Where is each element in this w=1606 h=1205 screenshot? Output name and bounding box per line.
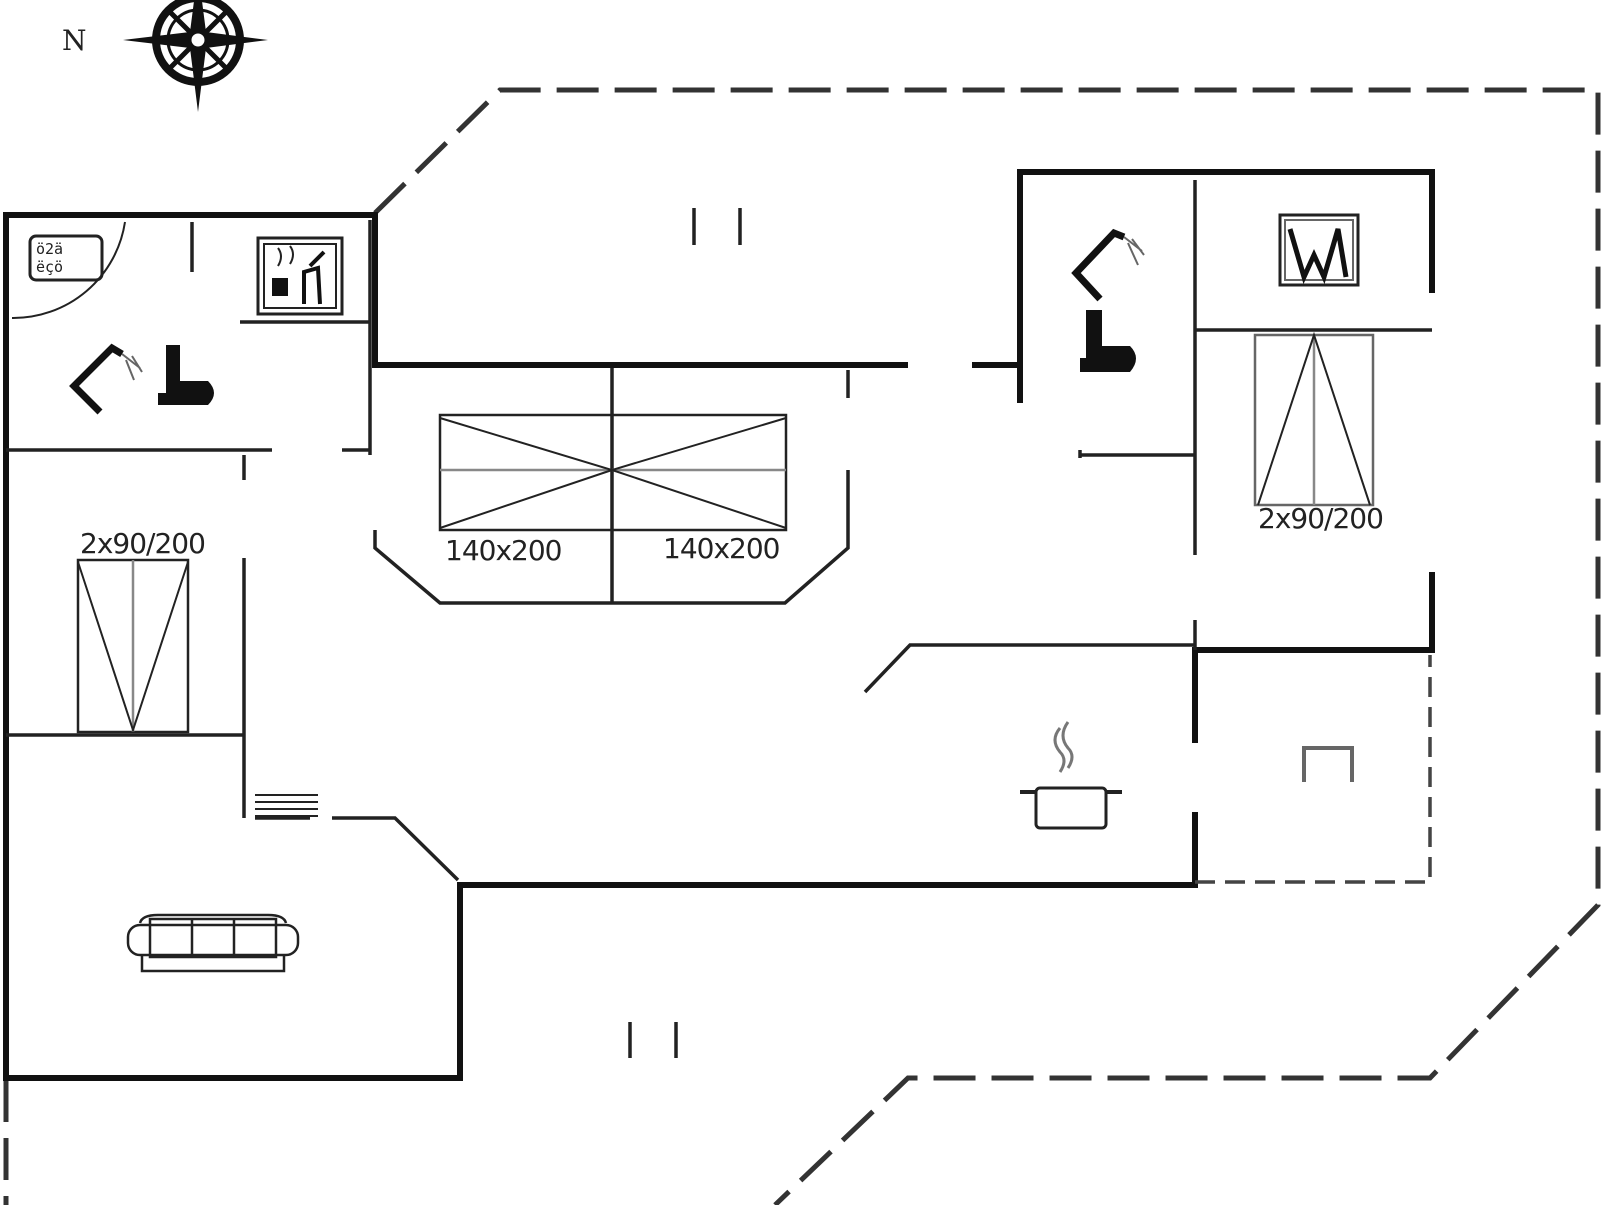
bed-label: 2x90/200 [80, 527, 205, 560]
door-icon [1302, 746, 1354, 782]
bed-140x200-left: 140x200 [438, 413, 616, 567]
toilet-icon [1080, 310, 1136, 372]
washing-machine-icon: ö2ä ëçö [28, 234, 104, 282]
sauna-icon [256, 236, 344, 316]
svg-text:ö2ä: ö2ä [36, 240, 63, 258]
stairs-icon [255, 794, 318, 817]
stove-pot-icon [1020, 721, 1122, 830]
bed-label: 140x200 [445, 534, 561, 567]
shower-icon [1071, 228, 1145, 302]
svg-text:ëçö: ëçö [36, 258, 63, 276]
exterior-walls [3, 169, 1435, 1081]
door-icon [11, 221, 126, 320]
bed-140x200-right: 140x200 [608, 413, 788, 565]
compass: N [62, 0, 268, 112]
terrace-outline [3, 87, 1601, 1205]
shower-icon [69, 343, 143, 415]
window-marks [628, 208, 742, 1058]
sauna-icon [1278, 213, 1360, 287]
toilet-icon [158, 345, 214, 405]
bed-2x90-left: 2x90/200 [76, 527, 206, 734]
compass-rose-icon [123, 0, 268, 112]
sofa-icon [126, 913, 300, 973]
bed-label: 140x200 [663, 532, 779, 565]
bed-2x90-right: 2x90/200 [1253, 331, 1384, 535]
utility-outline [1195, 655, 1432, 884]
north-label: N [62, 24, 87, 57]
bed-label: 2x90/200 [1258, 502, 1383, 535]
